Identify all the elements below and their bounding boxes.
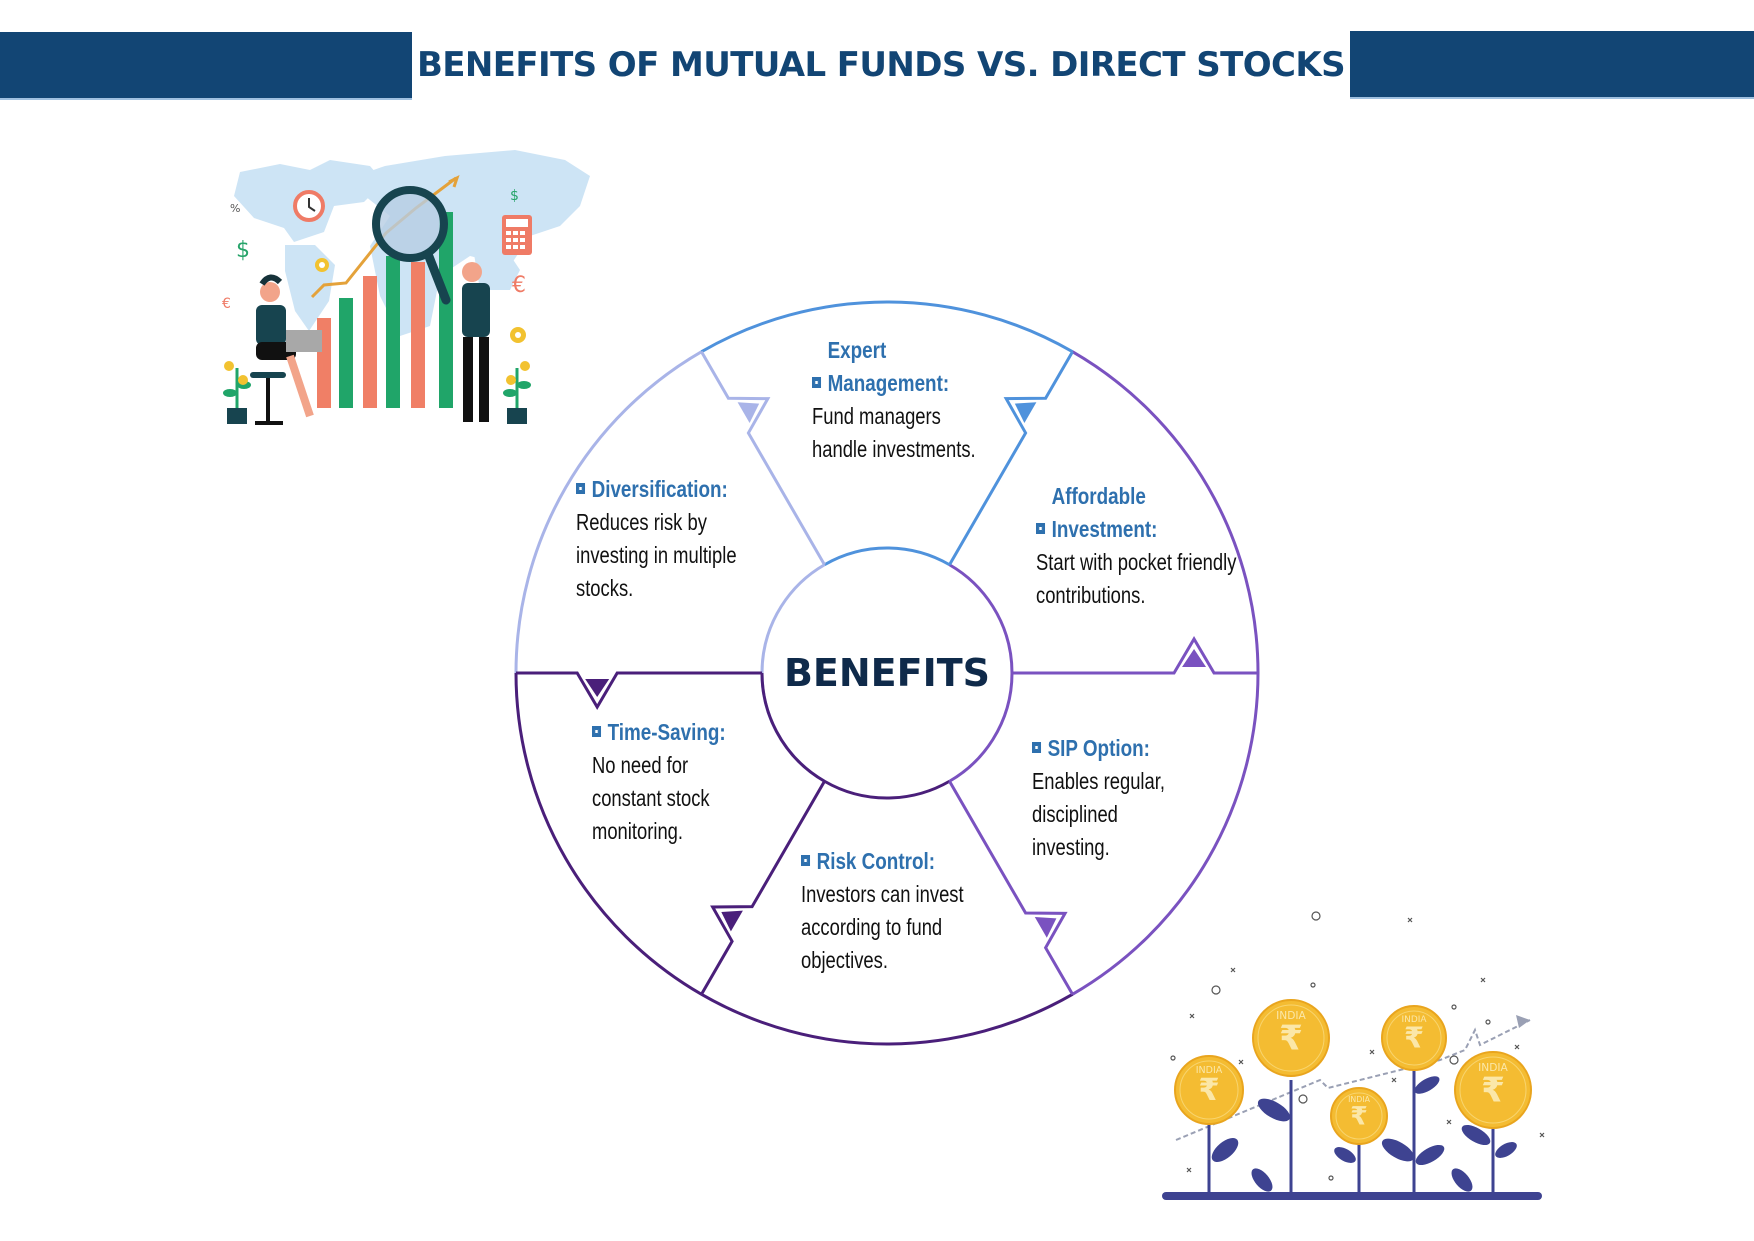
benefit-heading: Affordable Investment:	[1051, 483, 1158, 542]
ground-line	[1162, 1192, 1542, 1200]
rupee-coin-icon: ₹INDIA	[1454, 1051, 1532, 1129]
benefit-description: Enables regular, disciplined investing.	[1032, 768, 1165, 860]
trend-line-icon	[1175, 1019, 1531, 1141]
spoke-divider	[700, 350, 826, 566]
outer-arc-upper-left	[514, 350, 703, 674]
benefit-heading: Risk Control:	[816, 848, 935, 874]
benefit-time-saving: Time-Saving: No need for constant stock …	[592, 716, 792, 848]
benefit-heading: SIP Option:	[1047, 735, 1150, 761]
svg-text:INDIA: INDIA	[1196, 1065, 1223, 1076]
square-bullet-icon	[812, 377, 822, 389]
svg-text:₹: ₹	[1350, 1101, 1368, 1130]
woman-figure	[250, 274, 322, 425]
outer-arc-lower-right	[1071, 672, 1260, 996]
benefit-expert-management: Expert Management: Fund managers handle …	[812, 334, 1032, 466]
svg-text:₹: ₹	[1198, 1073, 1219, 1108]
coin-plant-icon	[223, 361, 251, 424]
dollar-icon: $	[236, 238, 250, 263]
rupee-coin-icon: ₹INDIA	[1252, 999, 1330, 1077]
svg-text:₹: ₹	[1404, 1021, 1424, 1055]
triangle-marker-icon	[585, 679, 610, 697]
svg-text:INDIA: INDIA	[1478, 1061, 1508, 1074]
svg-text:INDIA: INDIA	[1402, 1015, 1428, 1025]
svg-text:INDIA: INDIA	[1276, 1009, 1306, 1022]
square-bullet-icon	[801, 855, 811, 867]
rupee-coin-icon: ₹INDIA	[1174, 1055, 1244, 1125]
gear-icon	[510, 327, 526, 343]
square-bullet-icon	[1032, 742, 1042, 754]
outer-arc-top	[700, 300, 1074, 354]
benefit-description: Reduces risk by investing in multiple st…	[576, 509, 737, 601]
spoke-divider	[700, 780, 826, 996]
benefit-sip-option: SIP Option: Enables regular, disciplined…	[1032, 732, 1252, 864]
sparkle-marks	[1186, 917, 1545, 1173]
benefit-description: Fund managers handle investments.	[812, 403, 976, 462]
triangle-marker-icon	[1034, 916, 1057, 938]
square-bullet-icon	[576, 483, 586, 495]
page-title: BENEFITS OF MUTUAL FUNDS VS. DIRECT STOC…	[416, 45, 1346, 85]
benefit-heading: Expert Management:	[827, 337, 950, 396]
benefit-affordable-investment: Affordable Investment: Start with pocket…	[1036, 480, 1276, 612]
spoke-divider	[948, 780, 1074, 996]
man-figure	[462, 262, 490, 422]
triangle-marker-icon	[1182, 649, 1207, 667]
svg-text:₹: ₹	[1481, 1070, 1505, 1110]
spoke-divider	[1012, 636, 1258, 675]
coin-plant-icon	[503, 361, 531, 424]
outer-arc-lower-left	[514, 672, 703, 996]
outer-arc-upper-right	[1071, 350, 1260, 674]
clock-icon	[293, 190, 325, 222]
triangle-marker-icon	[737, 402, 760, 424]
benefit-heading: Diversification:	[591, 476, 728, 502]
euro-icon: €	[222, 296, 231, 312]
wheel-center-label: BENEFITS	[783, 651, 991, 695]
rupee-coin-icon: ₹INDIA	[1381, 1005, 1447, 1071]
benefit-diversification: Diversification: Reduces risk by investi…	[576, 473, 796, 605]
dollar-icon: $	[510, 188, 519, 204]
gear-icon	[315, 258, 329, 272]
spoke-divider	[516, 671, 762, 710]
outer-arc-bottom	[700, 992, 1074, 1046]
spoke-divider	[948, 350, 1074, 566]
bar-chart-icon	[317, 212, 453, 408]
benefit-description: Start with pocket friendly contributions…	[1036, 549, 1237, 608]
triangle-marker-icon	[721, 910, 743, 932]
benefit-description: Investors can invest according to fund o…	[801, 881, 964, 973]
inner-arc-bottom	[760, 672, 951, 800]
square-bullet-icon	[592, 726, 602, 738]
triangle-marker-icon	[1014, 402, 1037, 424]
benefit-description: No need for constant stock monitoring.	[592, 752, 710, 844]
header-bar-right	[1350, 31, 1754, 99]
svg-text:INDIA: INDIA	[1348, 1095, 1371, 1104]
header-bar-left	[0, 32, 412, 100]
svg-text:₹: ₹	[1279, 1018, 1303, 1058]
percent-icon: %	[230, 202, 240, 215]
square-bullet-icon	[1036, 523, 1046, 535]
magnifier-icon	[372, 186, 451, 305]
benefit-heading: Time-Saving:	[607, 719, 726, 745]
rupee-coin-icon: ₹INDIA	[1330, 1087, 1388, 1145]
calculator-icon	[502, 215, 532, 255]
benefit-risk-control: Risk Control: Investors can invest accor…	[801, 845, 1031, 977]
inner-arc-right	[948, 563, 1014, 783]
inner-arc-top	[823, 546, 951, 567]
euro-icon: €	[512, 273, 526, 298]
